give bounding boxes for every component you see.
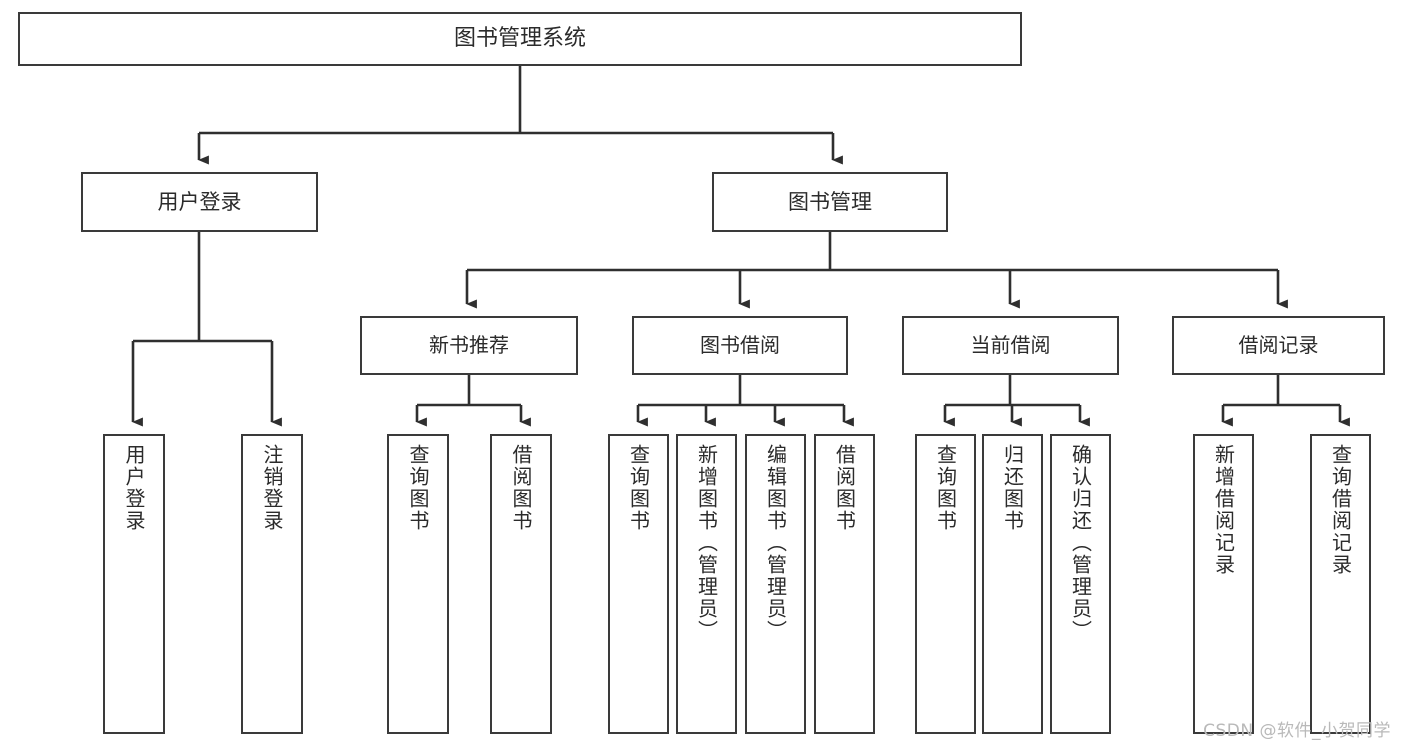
node-label: 新书推荐 xyxy=(429,332,509,357)
node-leaf-borrow-book-recommend[interactable]: 借阅图书 xyxy=(490,434,552,734)
node-leaf-user-logout[interactable]: 注销登录 xyxy=(241,434,303,734)
node-leaf-add-book[interactable]: 新增图书（管理员） xyxy=(676,434,737,734)
node-label: 注销登录 xyxy=(260,444,284,532)
node-user-login[interactable]: 用户登录 xyxy=(81,172,318,232)
node-leaf-query-record[interactable]: 查询借阅记录 xyxy=(1310,434,1371,734)
node-book-borrow[interactable]: 图书借阅 xyxy=(632,316,848,375)
node-label: 查询借阅记录 xyxy=(1328,444,1353,576)
node-label: 编辑图书（管理员） xyxy=(763,444,788,642)
node-book-manage[interactable]: 图书管理 xyxy=(712,172,948,232)
node-label: 新增图书（管理员） xyxy=(694,444,719,642)
node-label: 查询图书 xyxy=(406,444,430,532)
node-label: 借阅记录 xyxy=(1238,332,1319,357)
node-leaf-return-book[interactable]: 归还图书 xyxy=(982,434,1043,734)
node-label: 图书管理 xyxy=(788,189,872,214)
node-label: 查询图书 xyxy=(933,444,958,532)
node-leaf-query-book-borrow[interactable]: 查询图书 xyxy=(608,434,669,734)
node-label: 图书借阅 xyxy=(700,332,780,357)
node-leaf-edit-book[interactable]: 编辑图书（管理员） xyxy=(745,434,806,734)
node-label: 新增借阅记录 xyxy=(1211,444,1236,576)
node-current-borrow[interactable]: 当前借阅 xyxy=(902,316,1119,375)
node-label: 确认归还（管理员） xyxy=(1068,444,1093,642)
node-label: 当前借阅 xyxy=(970,332,1051,357)
node-label: 借阅图书 xyxy=(832,444,857,532)
node-label: 查询图书 xyxy=(626,444,651,532)
node-label: 借阅图书 xyxy=(509,444,533,532)
node-borrow-record[interactable]: 借阅记录 xyxy=(1172,316,1385,375)
node-label: 归还图书 xyxy=(1000,444,1025,532)
node-leaf-query-book-recommend[interactable]: 查询图书 xyxy=(387,434,449,734)
node-leaf-add-record[interactable]: 新增借阅记录 xyxy=(1193,434,1254,734)
node-root-system[interactable]: 图书管理系统 xyxy=(18,12,1022,66)
node-label: 用户登录 xyxy=(157,189,242,214)
node-leaf-query-book-current[interactable]: 查询图书 xyxy=(915,434,976,734)
node-leaf-borrow-book[interactable]: 借阅图书 xyxy=(814,434,875,734)
node-new-book-recommend[interactable]: 新书推荐 xyxy=(360,316,578,375)
node-leaf-user-login[interactable]: 用户登录 xyxy=(103,434,165,734)
node-leaf-confirm-return[interactable]: 确认归还（管理员） xyxy=(1050,434,1111,734)
node-label: 用户登录 xyxy=(122,444,146,532)
node-label: 图书管理系统 xyxy=(453,26,586,52)
